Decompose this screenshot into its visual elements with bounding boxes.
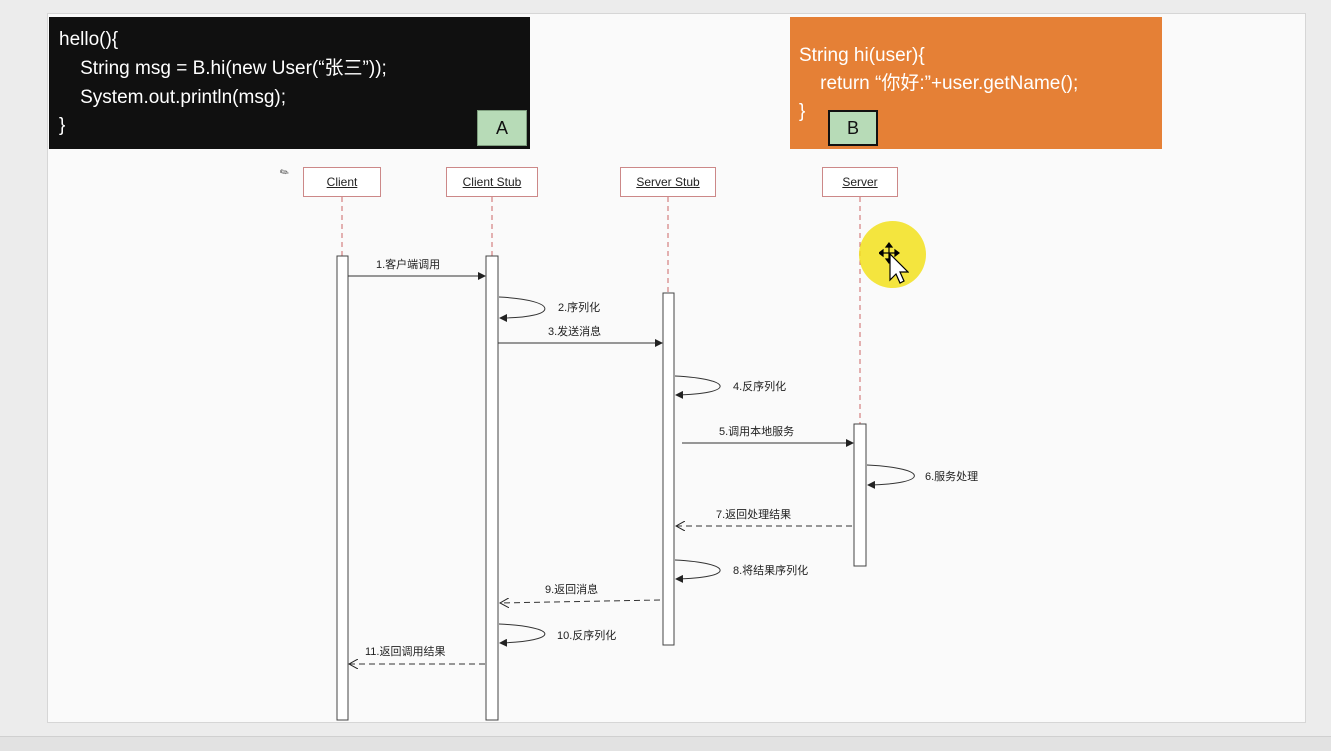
msg-label-8: 8.将结果序列化 [733,565,809,577]
label-b: B [828,110,878,146]
code-b-line: return “你好:”+user.getName(); [799,73,1079,94]
bottom-bar [0,736,1331,751]
activation-client-stub [485,255,499,721]
msg-label-10: 10.反序列化 [557,630,617,642]
msg-label-11: 11.返回调用结果 [365,646,446,658]
activation-server [853,423,867,567]
participant-client-stub: Client Stub [446,167,538,197]
activation-server-stub [662,292,675,646]
participant-server: Server [822,167,898,197]
msg-arrow-6 [866,464,915,489]
msg-arrow-4 [674,375,721,399]
msg-label-9: 9.返回消息 [545,584,599,596]
participant-server-stub: Server Stub [620,167,716,197]
label-a: A [477,110,527,146]
code-b-line: } [799,101,806,122]
msg-arrow-10 [498,623,546,647]
activation-client [336,255,349,721]
msg-label-6: 6.服务处理 [925,471,979,483]
msg-arrow-2 [498,296,546,322]
msg-label-4: 4.反序列化 [733,381,787,393]
code-a-line: hello(){ [59,29,119,50]
msg-label-2: 2.序列化 [558,302,601,314]
code-a-line: String msg = B.hi(new User(“张三”)); [59,58,387,79]
msg-label-3: 3.发送消息 [548,326,602,338]
code-block-a: hello(){ String msg = B.hi(new User(“张三”… [49,17,530,149]
participant-client: Client [303,167,381,197]
move-cursor-icon [879,242,909,284]
code-a-line: System.out.println(msg); [59,87,287,108]
code-b-line: String hi(user){ [799,45,925,66]
msg-label-5: 5.调用本地服务 [719,426,795,438]
msg-arrow-8 [674,559,721,583]
msg-arrow-9 [500,600,661,603]
msg-label-1: 1.客户端调用 [376,259,441,271]
msg-label-7: 7.返回处理结果 [716,509,792,521]
code-a-line: } [59,115,66,136]
